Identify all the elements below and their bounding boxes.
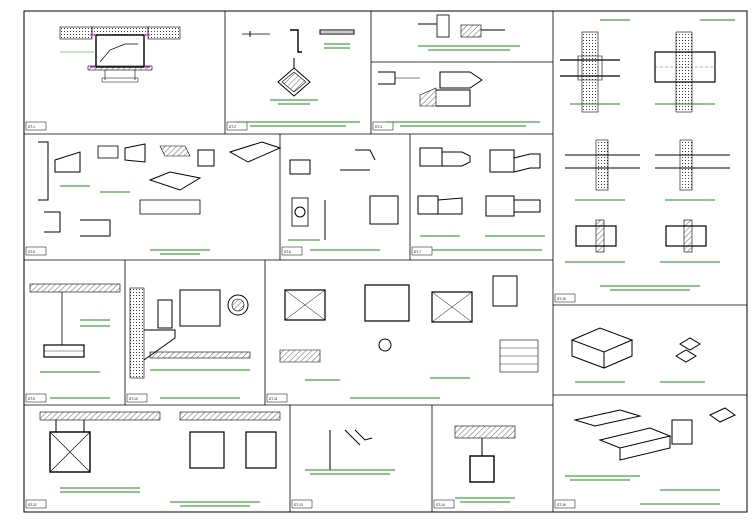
panel-12-fcu-installation (39, 411, 281, 507)
svg-text:DT-15: DT-15 (557, 297, 566, 301)
svg-text:DT-1: DT-1 (28, 125, 35, 129)
panel-tag-p5: DT-5 (25, 246, 47, 256)
panel-grid (24, 11, 747, 512)
panel-tag-p6: DT-6 (281, 246, 303, 256)
svg-text:DT-3: DT-3 (375, 125, 382, 129)
panel-3-duct-connections (378, 14, 540, 127)
panel-16-duct-system (565, 407, 736, 505)
panel-15-isometric (570, 327, 705, 383)
svg-text:DT-12: DT-12 (28, 503, 37, 507)
svg-text:DT-13: DT-13 (294, 503, 303, 507)
panel-13-rod-hanger (305, 429, 395, 475)
panel-tag-p10: DT-10 (126, 393, 148, 403)
panel-tag-p11: DT-11 (266, 393, 288, 403)
panel-9-ceiling-support (29, 283, 121, 399)
panel-tag-p3: DT-3 (372, 121, 394, 131)
svg-text:DT-6: DT-6 (284, 250, 291, 254)
panel-tag-p9: DT-9 (25, 393, 47, 403)
panel-tag-p1: DT-1 (25, 121, 47, 131)
panel-tags: DT-1 DT-2 DT-3 DT-5 DT-6 DT-7 DT-9 DT-10… (25, 121, 576, 509)
panel-4-wall-penetration (560, 19, 735, 291)
panel-1-wall-opening (59, 26, 181, 83)
sheet-border (23, 10, 748, 513)
svg-text:DT-5: DT-5 (28, 250, 35, 254)
panel-6-hanger (288, 149, 399, 251)
panel-tag-p15: DT-15 (554, 293, 576, 303)
svg-text:DT-2: DT-2 (229, 125, 236, 129)
panel-11-ahu-installation (279, 275, 539, 399)
panel-tag-p13: DT-13 (291, 499, 313, 509)
svg-text:DT-16: DT-16 (557, 503, 566, 507)
svg-text:DT-11: DT-11 (269, 397, 278, 401)
panel-7-transitions (417, 147, 545, 251)
panel-tag-p7: DT-7 (411, 246, 433, 256)
panel-10-wall-mounting (129, 287, 251, 399)
svg-text:DT-14: DT-14 (436, 503, 445, 507)
svg-text:DT-10: DT-10 (129, 397, 138, 401)
panel-tag-p14: DT-14 (433, 499, 455, 509)
svg-text:DT-9: DT-9 (28, 397, 35, 401)
panel-5-duct-fittings (38, 141, 282, 255)
panel-2-hanger-details (236, 29, 360, 127)
panel-14-duct-riser (454, 425, 516, 503)
panel-tag-p16: DT-16 (554, 499, 576, 509)
svg-text:DT-7: DT-7 (414, 250, 421, 254)
panel-tag-p12: DT-12 (25, 499, 47, 509)
